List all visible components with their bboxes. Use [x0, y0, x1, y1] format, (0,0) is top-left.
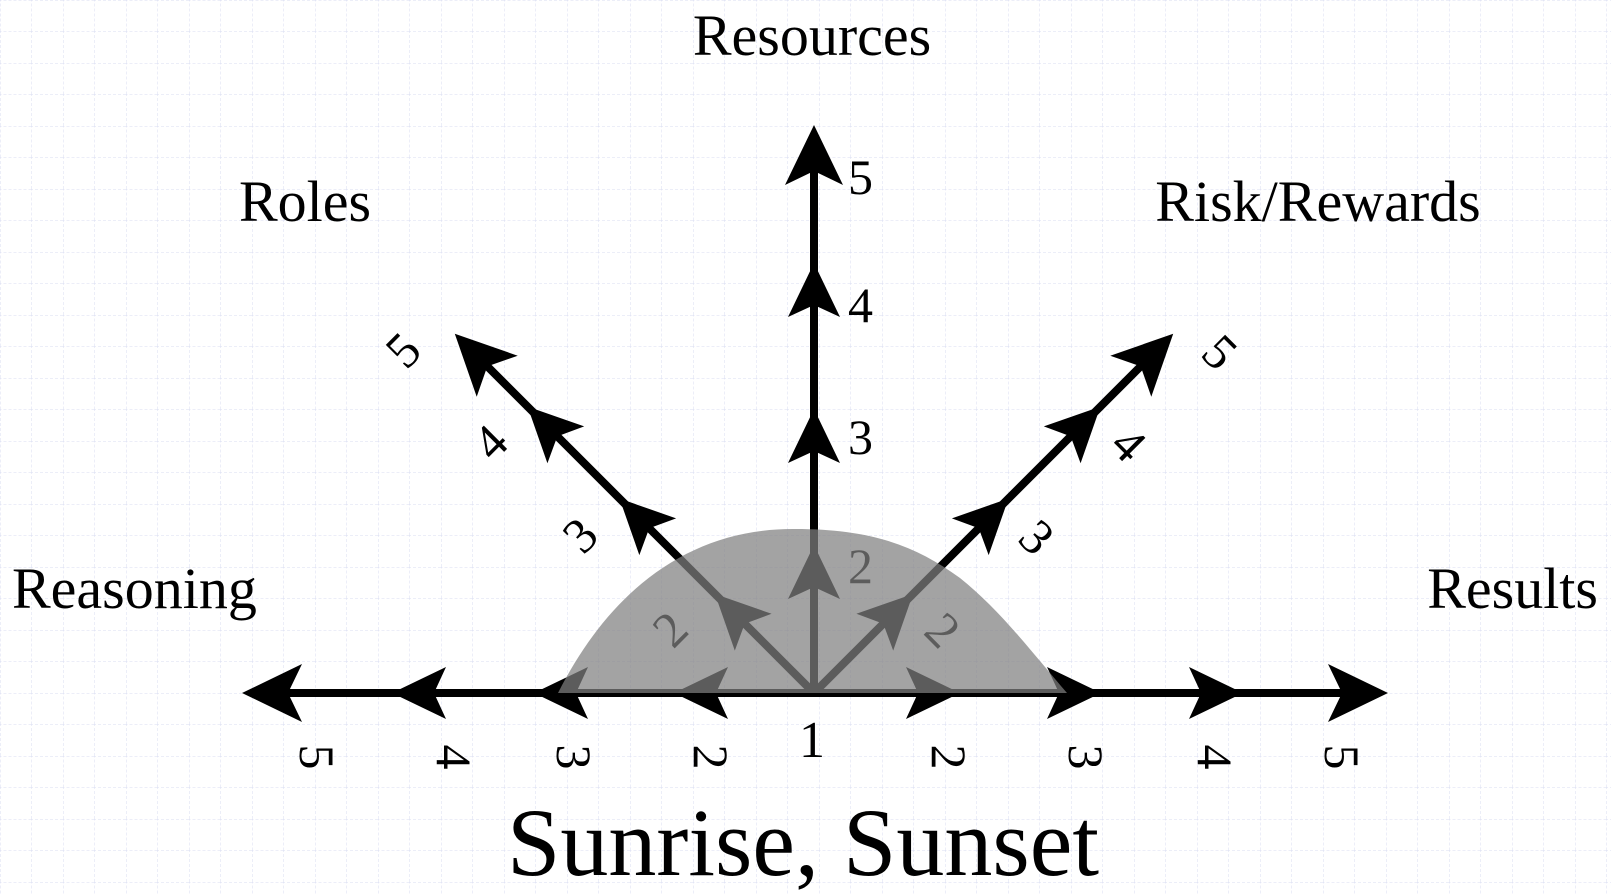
axis-name-risk-rewards: Risk/Rewards	[1155, 169, 1480, 234]
tick-marker-results-4	[1189, 667, 1243, 719]
tick-marker-resources-3	[788, 409, 840, 463]
axis-name-roles: Roles	[239, 169, 371, 234]
tick-label-reasoning-2: 2	[683, 745, 739, 770]
tick-label-reasoning-4: 4	[426, 745, 482, 770]
axis-name-results: Results	[1427, 556, 1598, 621]
tick-label-reasoning-3: 3	[546, 745, 602, 770]
tick-marker-results-3	[1047, 667, 1101, 719]
tick-label-reasoning-5: 5	[289, 745, 345, 770]
tick-marker-risk-rewards-4	[1043, 406, 1101, 464]
axis-name-reasoning: Reasoning	[12, 556, 257, 621]
origin-label: 1	[799, 712, 825, 769]
tick-label-results-2: 2	[921, 745, 977, 770]
axis-roles-arrowhead	[454, 333, 518, 397]
sun-shape	[558, 528, 1067, 693]
axis-risk-rewards-arrowhead	[1110, 333, 1174, 397]
tick-marker-risk-rewards-3	[951, 498, 1009, 556]
tick-label-results-4: 4	[1187, 745, 1243, 770]
tick-label-resources-4: 4	[848, 277, 873, 333]
tick-label-resources-5: 5	[848, 149, 873, 205]
tick-label-results-5: 5	[1314, 745, 1370, 770]
axis-reasoning-arrowhead	[242, 664, 302, 722]
tick-marker-resources-4	[788, 263, 840, 317]
tick-label-results-3: 3	[1058, 745, 1114, 770]
tick-label-resources-3: 3	[848, 409, 873, 465]
axis-resources-arrowhead	[785, 125, 843, 185]
axis-name-resources: Resources	[693, 3, 931, 68]
tick-marker-roles-3	[619, 498, 677, 556]
axis-results-arrowhead	[1328, 664, 1388, 722]
tick-marker-reasoning-4	[392, 667, 446, 719]
diagram-title: Sunrise, Sunset	[507, 789, 1099, 895]
tick-marker-roles-4	[527, 406, 585, 464]
